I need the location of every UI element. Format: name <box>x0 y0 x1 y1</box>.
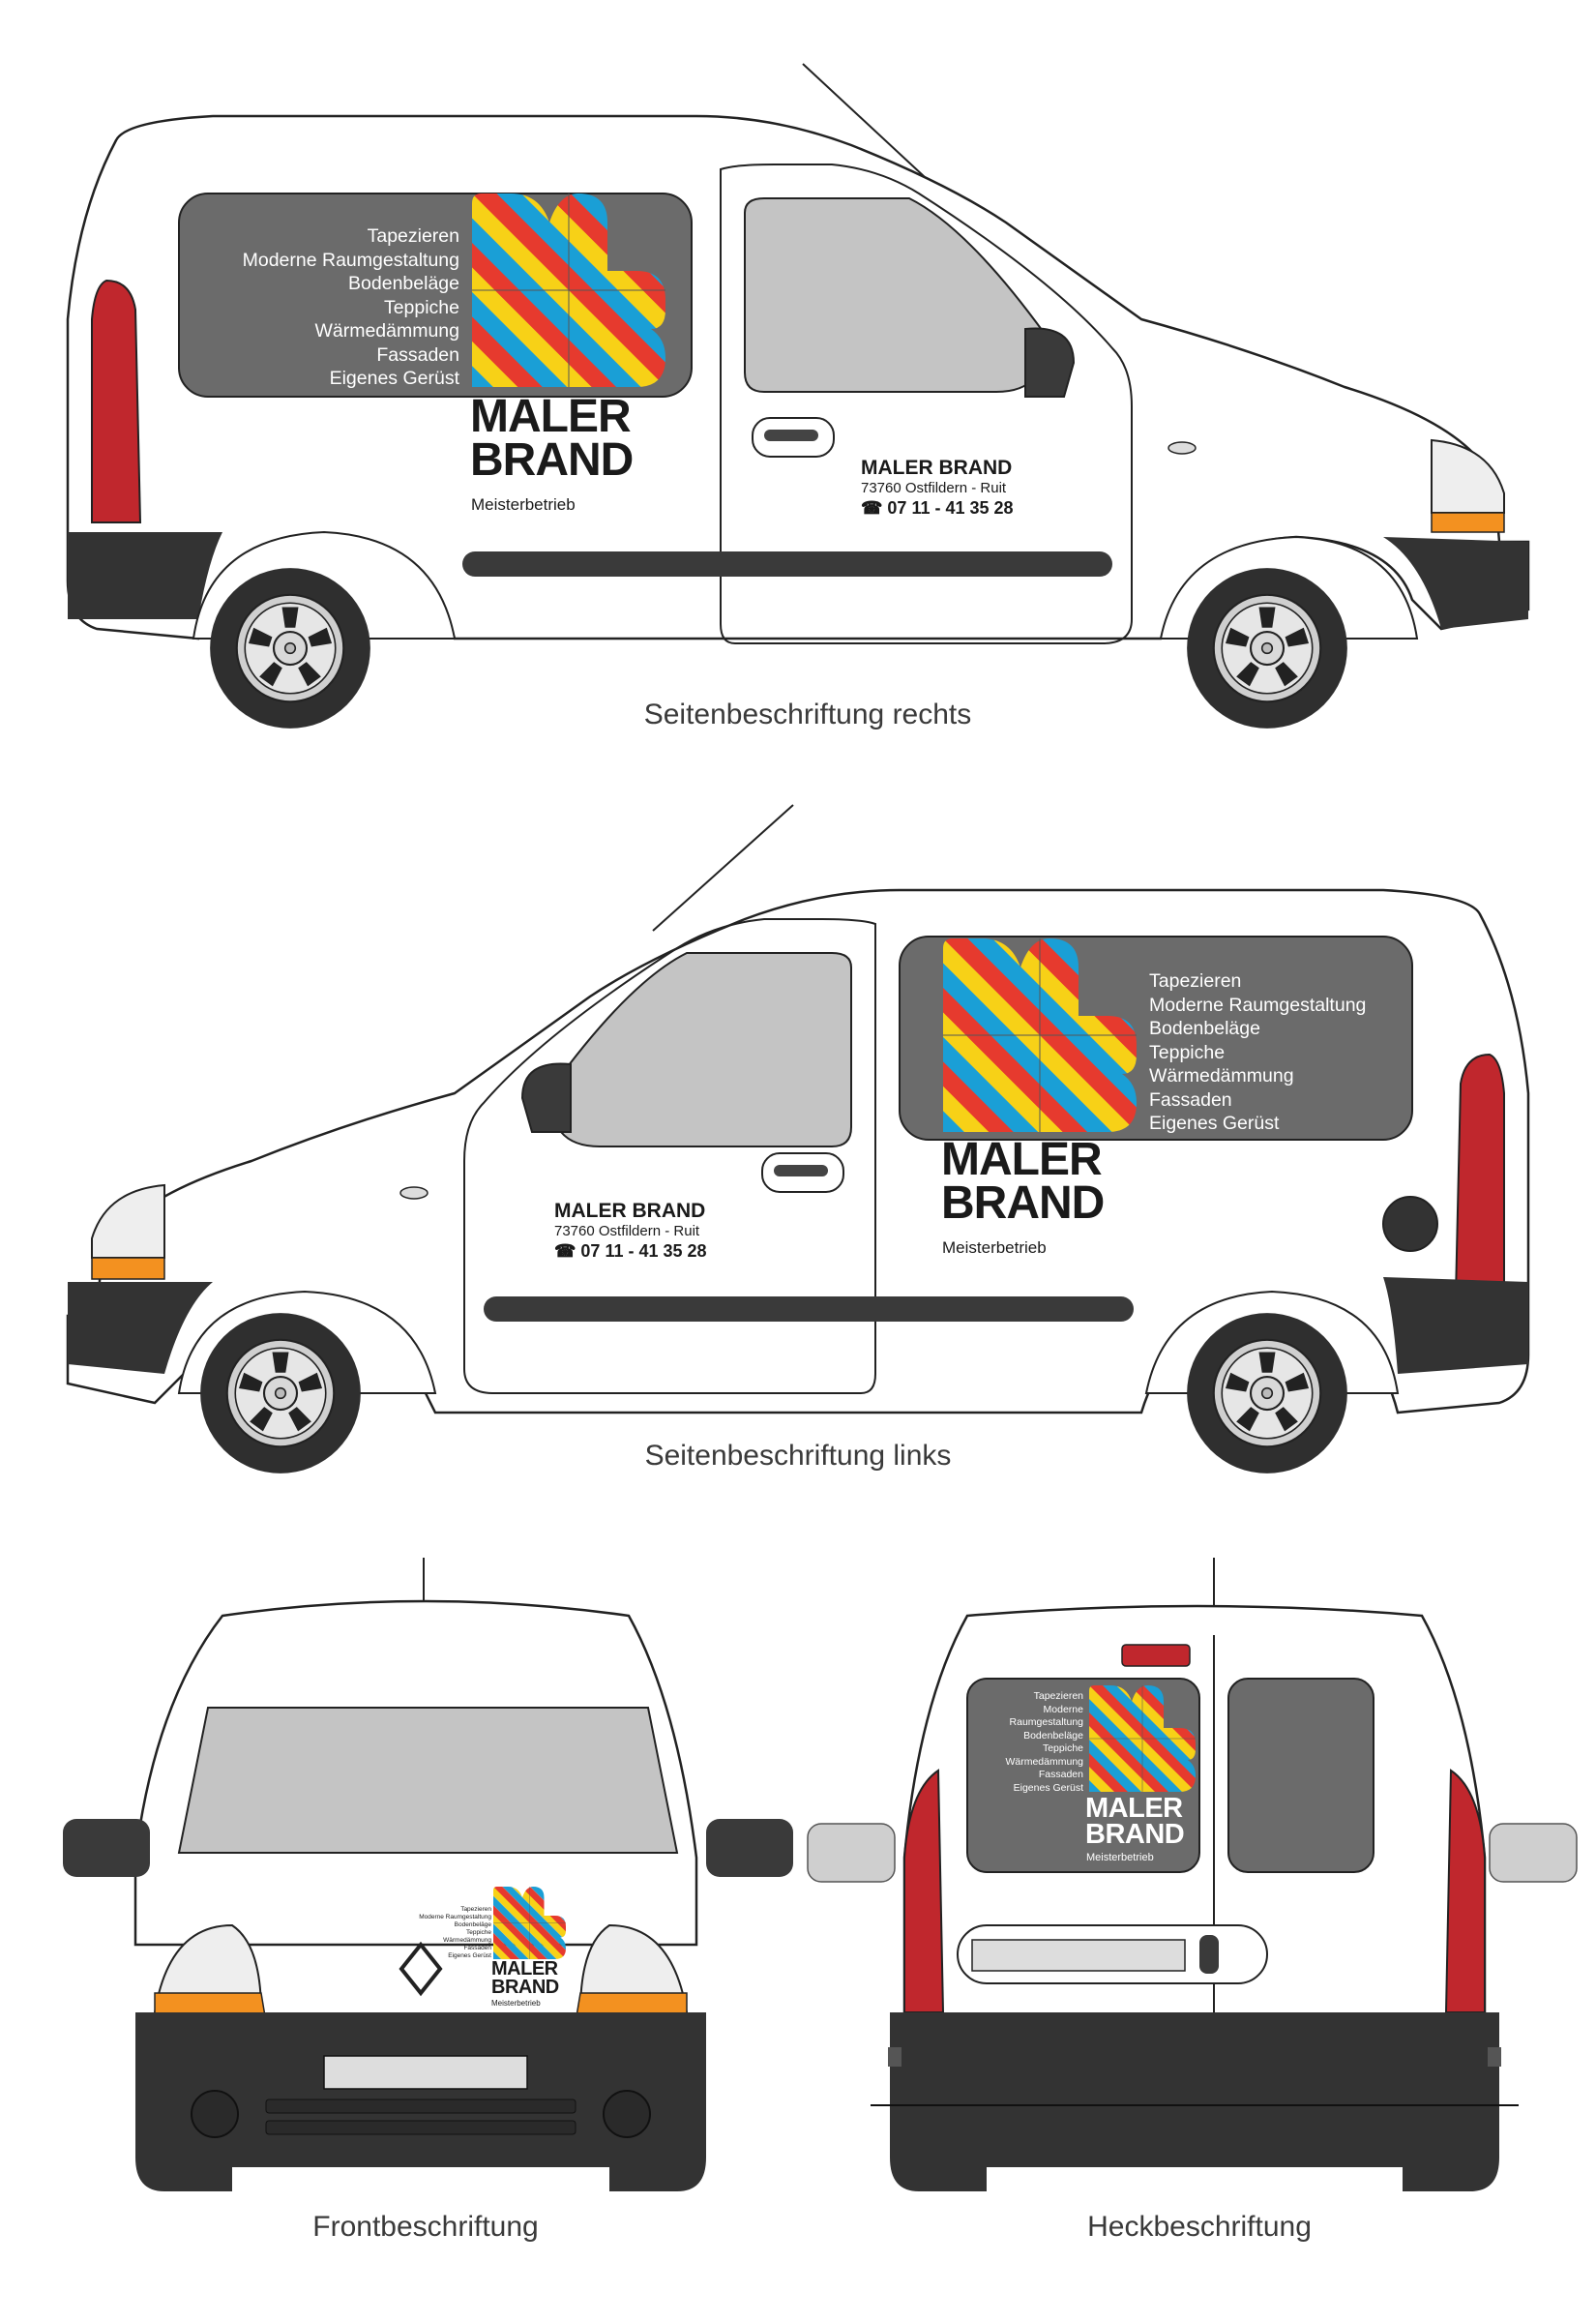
rear-services-list: Tapezieren Moderne Raumgestaltung Bodenb… <box>977 1690 1083 1795</box>
service-item: Teppiche <box>465 1929 491 1936</box>
service-item: Teppiche <box>1149 1041 1226 1063</box>
right-brand-wordmark: MALER BRAND <box>470 391 634 486</box>
service-item: Fassaden <box>1038 1769 1083 1780</box>
rear-brand-tagline: Meisterbetrieb <box>1086 1852 1154 1863</box>
door-address: 73760 Ostfildern - Ruit <box>861 480 1007 496</box>
service-item: Fassaden <box>376 343 459 366</box>
service-item: Teppiche <box>1042 1742 1083 1754</box>
front-brand-wordmark: MALER BRAND <box>491 1958 559 1998</box>
service-item: Eigenes Gerüst <box>448 1952 491 1959</box>
caption-rear: Heckbeschriftung <box>1087 2211 1312 2243</box>
front-services-list: Tapezieren Moderne Raumgestaltung Bodenb… <box>406 1906 491 1960</box>
service-item: Tapezieren <box>367 225 459 247</box>
door-company-name: MALER BRAND <box>861 457 1013 479</box>
service-item: Fassaden <box>463 1945 491 1951</box>
front-brand-tagline: Meisterbetrieb <box>491 1999 541 2008</box>
right-services-list: Tapezieren Moderne Raumgestaltung Bodenb… <box>184 224 459 391</box>
left-door-contact: MALER BRAND 73760 Ostfildern - Ruit ☎ 07… <box>554 1200 707 1262</box>
service-item: Wärmedämmung <box>314 320 459 342</box>
service-item: Moderne <box>1043 1703 1083 1715</box>
service-item: Wärmedämmung <box>443 1937 491 1944</box>
service-item: Tapezieren <box>1033 1690 1083 1702</box>
service-item: Eigenes Gerüst <box>1149 1113 1280 1134</box>
rear-brand-wordmark: MALER BRAND <box>1085 1793 1185 1850</box>
left-brand-wordmark: MALER BRAND <box>941 1134 1105 1229</box>
service-item: Moderne Raumgestaltung <box>1149 994 1367 1016</box>
service-item: Wärmedämmung <box>1005 1755 1083 1768</box>
left-services-list: Tapezieren Moderne Raumgestaltung Bodenb… <box>1149 969 1425 1136</box>
service-item: Tapezieren <box>460 1906 491 1913</box>
service-item: Eigenes Gerüst <box>1013 1781 1083 1794</box>
door-phone: ☎ 07 11 - 41 35 28 <box>861 498 1014 518</box>
right-brand-tagline: Meisterbetrieb <box>471 495 576 514</box>
service-item: Bodenbeläge <box>348 273 459 294</box>
van-front <box>63 1558 793 2191</box>
right-door-contact: MALER BRAND 73760 Ostfildern - Ruit ☎ 07… <box>861 457 1014 519</box>
service-item: Moderne Raumgestaltung <box>242 249 459 271</box>
door-phone: ☎ 07 11 - 41 35 28 <box>554 1241 707 1261</box>
door-address: 73760 Ostfildern - Ruit <box>554 1223 700 1239</box>
service-item: Teppiche <box>383 296 459 318</box>
van-right-side <box>66 63 1530 729</box>
service-item: Wärmedämmung <box>1149 1065 1294 1087</box>
service-item: Bodenbeläge <box>1023 1729 1083 1742</box>
service-item: Fassaden <box>1149 1088 1232 1111</box>
caption-front: Frontbeschriftung <box>312 2211 539 2243</box>
service-item: Moderne Raumgestaltung <box>419 1914 491 1920</box>
van-rear <box>807 1558 1578 2191</box>
service-item: Bodenbeläge <box>454 1921 491 1928</box>
renault-logo-icon <box>399 1941 443 1997</box>
van-left-side <box>66 804 1530 1474</box>
service-item: Eigenes Gerüst <box>329 368 459 389</box>
caption-right: Seitenbeschriftung rechts <box>643 699 972 730</box>
door-company-name: MALER BRAND <box>554 1200 706 1222</box>
left-brand-tagline: Meisterbetrieb <box>942 1238 1047 1257</box>
service-item: Tapezieren <box>1149 970 1242 992</box>
service-item: Bodenbeläge <box>1149 1018 1260 1039</box>
caption-left: Seitenbeschriftung links <box>644 1440 952 1472</box>
service-item: Raumgestaltung <box>1009 1716 1083 1728</box>
